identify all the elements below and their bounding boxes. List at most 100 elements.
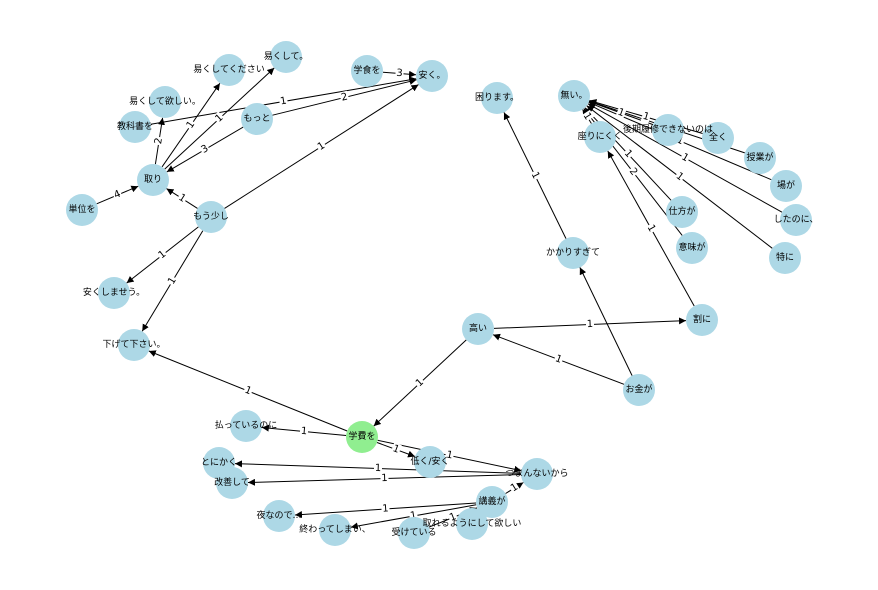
node-kakari <box>557 237 589 269</box>
edge-label-group: 1 <box>678 150 692 166</box>
edge-weight-label: 1 <box>674 171 686 184</box>
node-imi <box>676 232 708 264</box>
node-takai <box>462 313 494 345</box>
node-label-jugyo: 授業が <box>746 151 773 163</box>
edge-weight-label: 1 <box>616 107 626 120</box>
edge-weight-label: 1 <box>509 482 520 495</box>
edge-label-background <box>278 94 289 109</box>
edge-label-group: 1 <box>299 425 309 438</box>
node-mattaku <box>702 122 734 154</box>
node-yasukushitehoshii <box>149 86 181 118</box>
node-owatte <box>319 514 351 546</box>
node-label-warini: 割に <box>693 313 711 325</box>
edge-label-background <box>314 139 329 154</box>
edge-weight-label: 1 <box>529 170 542 181</box>
edge-label-background <box>527 169 543 182</box>
node-label-yasukushitehoshii: 易くして欲しい。 <box>129 95 201 107</box>
edge-weight-label: 1 <box>581 111 594 122</box>
edge-label-background <box>155 247 170 263</box>
node-shitano <box>780 204 812 236</box>
edge-label-group: 1 <box>381 502 390 516</box>
edge-weight-label: 1 <box>300 426 307 438</box>
node-tori <box>137 164 169 196</box>
node-label-kakari: かかりすぎて <box>546 246 600 258</box>
edge-label-background <box>640 110 652 124</box>
node-kogiga <box>476 486 508 518</box>
node-yasukushimasu <box>98 277 130 309</box>
edge-weight-label: 1 <box>382 503 389 514</box>
edge-label-group: 4 <box>111 187 124 203</box>
edge-okane-to-kakari <box>579 267 633 376</box>
node-label-toreru: 取れるようにして欲しい <box>423 517 522 529</box>
node-baga <box>770 170 802 202</box>
edge-label-background <box>212 111 227 126</box>
node-label-yasukushimasu: 安くしませう。 <box>83 286 145 298</box>
node-label-tokuni: 特に <box>776 251 794 263</box>
edge-weight-label: 1 <box>391 443 401 456</box>
edge-label-background <box>198 142 212 157</box>
node-label-yasuku: 安く。 <box>418 69 445 81</box>
edge-label-background <box>390 442 402 457</box>
edge-label-group: 1 <box>640 110 652 124</box>
edge-label-group: 1 <box>673 133 687 149</box>
edge-label-group: 1 <box>615 105 627 121</box>
edge-weight-label: 1 <box>185 119 198 130</box>
node-label-owatte: 終わってしまい、 <box>299 523 371 535</box>
edge-weight-label: 1 <box>409 510 417 522</box>
edge-label-group: 1 <box>183 118 199 132</box>
node-label-hikuku: 低く/安く <box>410 455 449 467</box>
edge-weight-label: 1 <box>375 463 382 474</box>
node-ukete <box>398 517 430 549</box>
edge-weight-label: 2 <box>340 91 349 103</box>
node-gakuhi <box>346 421 378 453</box>
node-tsumaranai <box>521 458 553 490</box>
node-motto <box>241 103 273 135</box>
edge-weight-label: 1 <box>176 192 187 205</box>
edge-label-group: 1 <box>552 352 565 367</box>
node-tani <box>66 194 98 226</box>
edge-label-background <box>373 462 383 475</box>
edge-weight-label: 1 <box>645 223 658 234</box>
edge-label-background <box>678 150 692 166</box>
edge-label-background <box>381 502 390 516</box>
edge-label-group: 1 <box>527 169 543 182</box>
node-label-kaizen: 改善して <box>214 476 250 488</box>
edge-label-group: 1 <box>444 448 455 463</box>
node-mousukoshi <box>195 201 227 233</box>
edge-label-background <box>507 480 522 496</box>
edge-label-group: 2 <box>339 90 350 105</box>
node-label-yasukushite: 易くして。 <box>264 51 308 62</box>
node-label-haratte: 払っているのに <box>215 419 278 431</box>
node-label-tori: 取り <box>144 174 162 185</box>
edge-weight-label: 1 <box>675 135 685 148</box>
edge-label-background <box>183 118 199 132</box>
node-label-gakuhi: 学費を <box>348 430 375 442</box>
edge-label-group: 3 <box>395 67 404 80</box>
node-label-imi: 意味が <box>678 241 705 253</box>
node-hikuku <box>414 446 446 478</box>
edge-label-group: 1 <box>507 480 522 496</box>
edge-label-background <box>585 318 595 331</box>
node-label-mattaku: 全く <box>709 131 727 143</box>
edge-label-background <box>242 383 254 399</box>
node-label-motto: もっと <box>243 113 270 124</box>
node-komari <box>481 82 513 114</box>
node-label-tani: 単位を <box>68 203 95 215</box>
edge-label-background <box>395 67 404 80</box>
node-label-yorunanode: 夜なので… <box>256 509 301 521</box>
node-label-gakushoku: 学食を <box>353 64 380 76</box>
edge-label-background <box>625 165 641 179</box>
edge-label-background <box>672 169 687 185</box>
edge-weight-label: 4 <box>112 189 122 202</box>
node-label-okane: お金が <box>625 383 652 395</box>
edge-label-background <box>165 274 180 288</box>
node-nai <box>558 80 590 112</box>
edge-label-group: 1 <box>380 472 389 485</box>
edge-weight-label: 1 <box>381 473 388 484</box>
edge-label-background <box>673 133 687 149</box>
node-haratte <box>230 410 262 442</box>
edge-label-group: 2 <box>152 136 166 146</box>
edge-label-group: 1 <box>155 247 170 263</box>
node-toreru <box>456 508 488 540</box>
